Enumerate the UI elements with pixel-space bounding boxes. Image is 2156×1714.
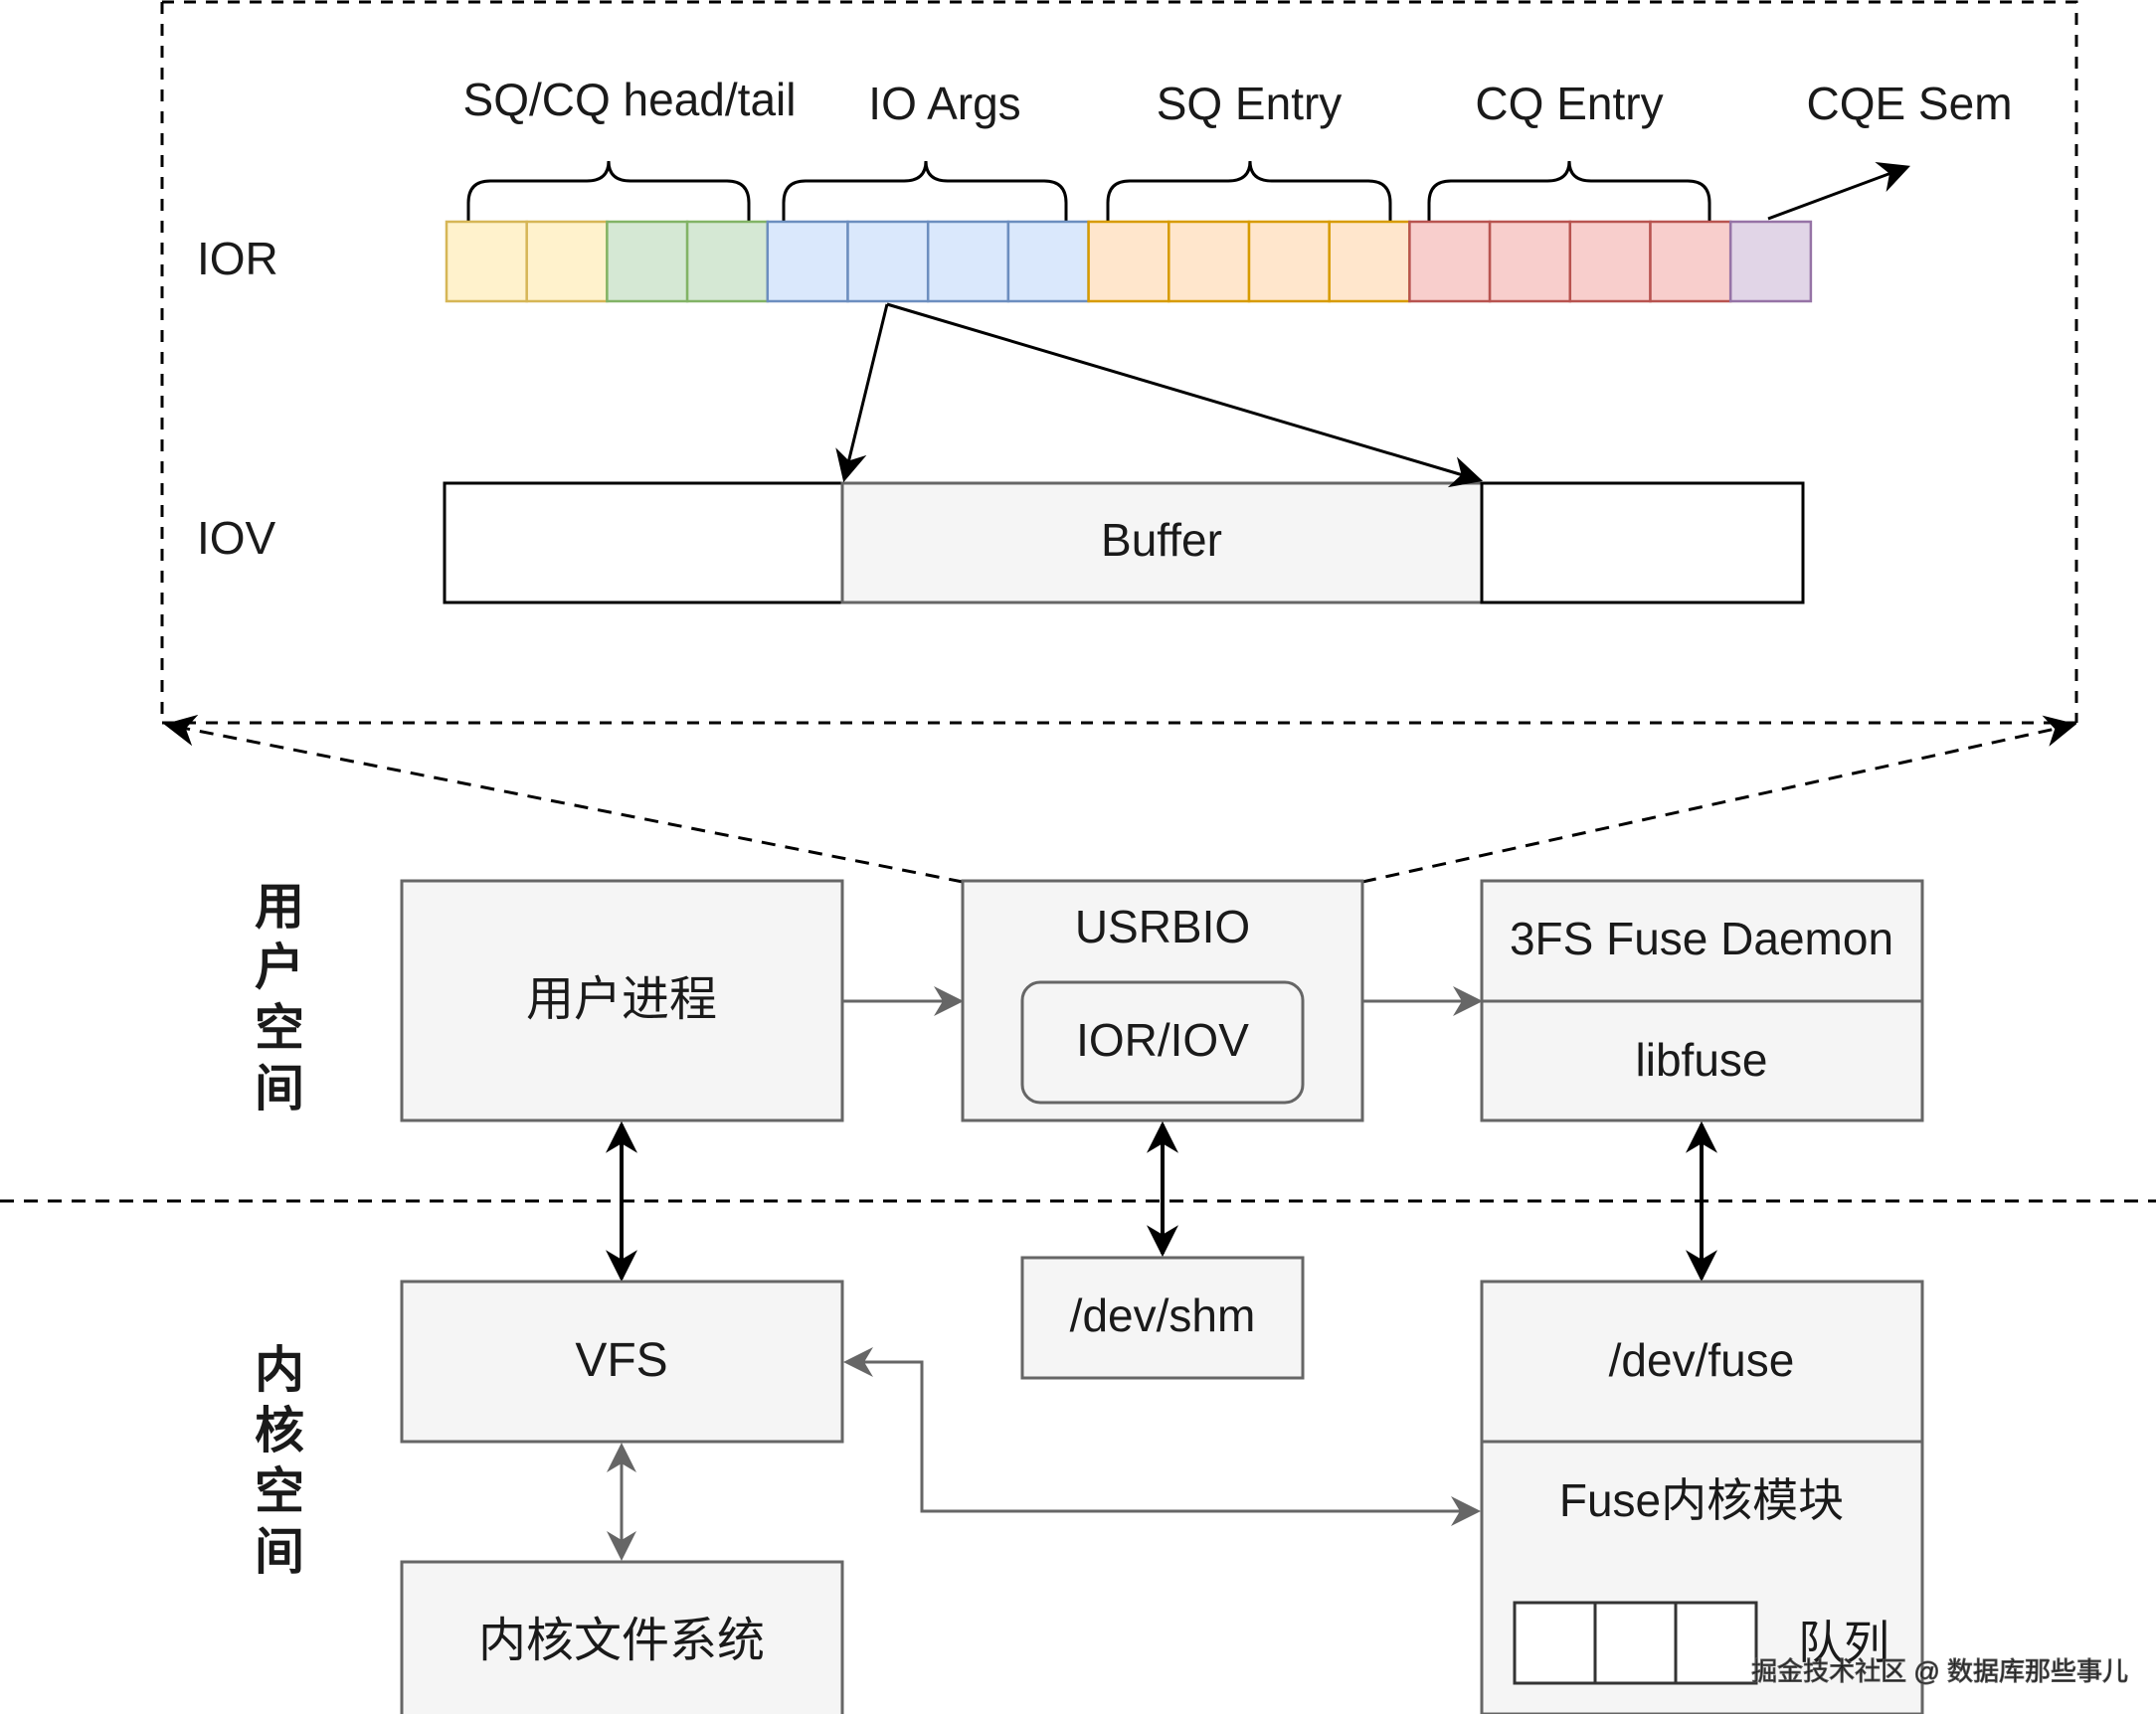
ior-cell bbox=[445, 220, 528, 303]
arrow-to-buffer-start bbox=[835, 303, 889, 483]
queue-slot bbox=[1593, 1601, 1678, 1685]
svg-text:空: 空 bbox=[255, 1463, 304, 1519]
ior-row-label: IOR bbox=[197, 233, 278, 284]
ior-cell bbox=[1087, 220, 1170, 303]
dev-fuse-label: /dev/fuse bbox=[1609, 1334, 1795, 1386]
brace-cq-entry bbox=[1427, 160, 1711, 223]
watermark: 掘金技术社区 @ 数据库那些事儿 bbox=[1751, 1656, 2128, 1686]
svg-text:户: 户 bbox=[255, 940, 304, 995]
ior-cell bbox=[1488, 220, 1572, 303]
kernel-fs-label: 内核文件系统 bbox=[478, 1615, 765, 1667]
zoom-line-right bbox=[1361, 715, 2077, 884]
ior-cell bbox=[606, 220, 689, 303]
group-label-io-args: IO Args bbox=[868, 78, 1020, 129]
libfuse-box bbox=[1480, 999, 1924, 1122]
queue-label: 队列 bbox=[1798, 1617, 1889, 1668]
group-label-sq-entry: SQ Entry bbox=[1157, 78, 1343, 129]
group-label-cqe-sem: CQE Sem bbox=[1806, 78, 2012, 129]
ior-cell bbox=[1408, 220, 1492, 303]
queue-slot bbox=[1513, 1601, 1597, 1685]
kernel-space-label: 内 核 空 间 bbox=[255, 1342, 304, 1580]
brace-io-args bbox=[782, 160, 1068, 223]
fuse-daemon-box bbox=[1480, 879, 1924, 1003]
dev-shm-label: /dev/shm bbox=[1070, 1289, 1256, 1341]
ior-cell bbox=[1728, 220, 1813, 303]
queue-slot bbox=[1674, 1601, 1758, 1685]
svg-text:空: 空 bbox=[255, 1000, 304, 1056]
vfs-label: VFS bbox=[575, 1334, 667, 1387]
vfs-box bbox=[400, 1280, 844, 1444]
io-args-pointers bbox=[835, 302, 1484, 488]
svg-text:用: 用 bbox=[255, 879, 304, 935]
ior-cell bbox=[1247, 220, 1331, 303]
kernel-fs-box bbox=[400, 1560, 844, 1714]
svg-text:内: 内 bbox=[255, 1342, 304, 1398]
usrbio-label: USRBIO bbox=[1075, 901, 1250, 952]
group-label-cq-entry: CQ Entry bbox=[1475, 78, 1663, 129]
group-label-head-tail: SQ/CQ head/tail bbox=[463, 74, 797, 125]
ior-cell bbox=[1568, 220, 1652, 303]
arrow-to-buffer-end bbox=[886, 302, 1484, 488]
detail-frame bbox=[160, 0, 2078, 884]
fuse-daemon-label: 3FS Fuse Daemon bbox=[1510, 913, 1893, 964]
fuse-kernel-module-label: Fuse内核模块 bbox=[1559, 1474, 1844, 1526]
ior-cell bbox=[766, 220, 849, 303]
arrow-cqe-sem bbox=[1767, 162, 1910, 221]
ior-cell bbox=[525, 220, 609, 303]
group-braces bbox=[466, 160, 1711, 223]
ior-cell bbox=[846, 220, 930, 303]
dev-fuse-box bbox=[1480, 1280, 1924, 1444]
iov-segment-left bbox=[443, 481, 844, 604]
ior-cells bbox=[445, 220, 1813, 303]
svg-text:核: 核 bbox=[255, 1403, 304, 1458]
svg-text:间: 间 bbox=[255, 1061, 304, 1116]
user-process-label: 用户进程 bbox=[526, 973, 717, 1026]
user-space-label: 用 户 空 间 bbox=[255, 879, 304, 1116]
ior-cell bbox=[1168, 220, 1251, 303]
ior-cell bbox=[926, 220, 1010, 303]
iov-buffer bbox=[840, 481, 1484, 604]
ior-cell bbox=[1328, 220, 1411, 303]
iov-segment-right bbox=[1480, 481, 1805, 604]
svg-text:间: 间 bbox=[255, 1524, 304, 1580]
queue bbox=[1513, 1601, 1758, 1685]
ior-iov-box bbox=[1020, 980, 1305, 1105]
brace-head-tail bbox=[466, 160, 751, 223]
buffer-label: Buffer bbox=[1101, 514, 1222, 566]
arrow-vfs-fuse-module bbox=[843, 1347, 1481, 1526]
brace-sq-entry bbox=[1106, 160, 1392, 223]
iov-row-label: IOV bbox=[197, 512, 276, 564]
ior-cell bbox=[685, 220, 770, 303]
libfuse-label: libfuse bbox=[1636, 1034, 1768, 1086]
zoom-line-left bbox=[163, 714, 964, 884]
ior-cell bbox=[1649, 220, 1732, 303]
user-process-box bbox=[400, 879, 844, 1122]
ior-cell bbox=[1006, 220, 1090, 303]
ior-iov-label: IOR/IOV bbox=[1076, 1014, 1249, 1066]
